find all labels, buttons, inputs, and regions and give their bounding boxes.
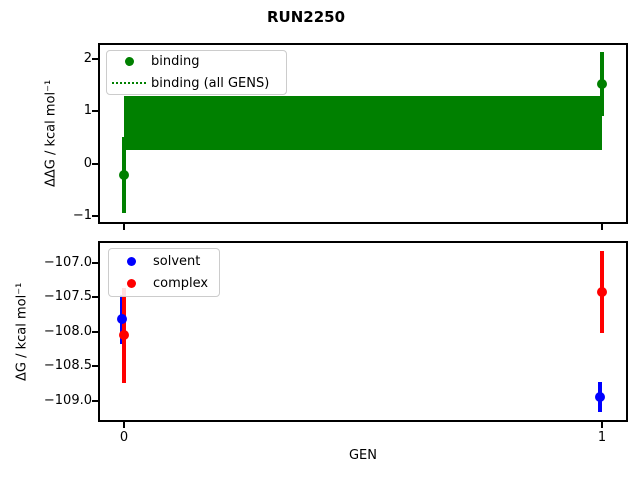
data-point-solvent [594, 392, 605, 403]
legend-row-solvent: solvent [109, 251, 219, 273]
y-tick-label: −1 [72, 208, 92, 224]
y-tick-label: −108.0 [43, 323, 92, 339]
x-tick-mark [123, 224, 126, 230]
y-tick-mark [92, 215, 98, 218]
legend-label-binding: binding [151, 54, 200, 70]
complex-marker-icon [126, 279, 136, 288]
y-tick-mark [92, 261, 98, 264]
x-axis-label: GEN [348, 448, 377, 463]
data-point-solvent [117, 314, 128, 325]
binding-plot-panel [98, 43, 628, 224]
x-tick-mark [123, 422, 126, 428]
all-gens-dotted-line-icon [112, 82, 146, 85]
legend-row-all-gens: binding (all GENS) [107, 73, 286, 95]
data-point-complex [119, 330, 130, 341]
legend-solvent-complex: solvent complex [108, 248, 220, 297]
legend-row-binding: binding [107, 51, 286, 73]
y-tick-mark [92, 57, 98, 60]
legend-label-all-gens: binding (all GENS) [151, 75, 270, 91]
y-tick-mark [92, 296, 98, 299]
x-tick-mark [600, 224, 603, 230]
x-tick-mark [600, 422, 603, 428]
y-tick-mark [92, 330, 98, 333]
legend-label-complex: complex [153, 276, 209, 291]
x-tick-label: 0 [119, 430, 129, 445]
y-axis-label-dg: ΔG / kcal mol⁻¹ [14, 282, 30, 381]
y-tick-mark [92, 365, 98, 368]
legend-label-solvent: solvent [153, 254, 201, 269]
y-tick-label: 0 [83, 155, 92, 171]
y-tick-label: −107.0 [43, 254, 92, 270]
free-energy-plot-panel [98, 241, 628, 422]
y-tick-label: −109.0 [43, 392, 92, 408]
y-tick-label: 1 [83, 103, 92, 119]
binding-marker-icon [124, 57, 134, 67]
figure-title: RUN2250 [266, 8, 346, 26]
solvent-marker-icon [126, 257, 136, 266]
data-point-binding [596, 78, 607, 89]
data-point-binding [119, 170, 130, 181]
y-tick-label: −107.5 [43, 289, 92, 305]
uncertainty-band [124, 96, 602, 150]
data-point-complex [596, 286, 607, 297]
legend-row-complex: complex [109, 273, 219, 295]
x-tick-label: 1 [597, 430, 607, 445]
legend-binding: binding binding (all GENS) [106, 50, 287, 95]
y-tick-label: −108.5 [43, 358, 92, 374]
y-tick-mark [92, 162, 98, 165]
y-axis-label-ddg: ΔΔG / kcal mol⁻¹ [43, 79, 59, 188]
y-tick-mark [92, 110, 98, 113]
y-tick-label: 2 [83, 50, 92, 66]
y-tick-mark [92, 399, 98, 402]
